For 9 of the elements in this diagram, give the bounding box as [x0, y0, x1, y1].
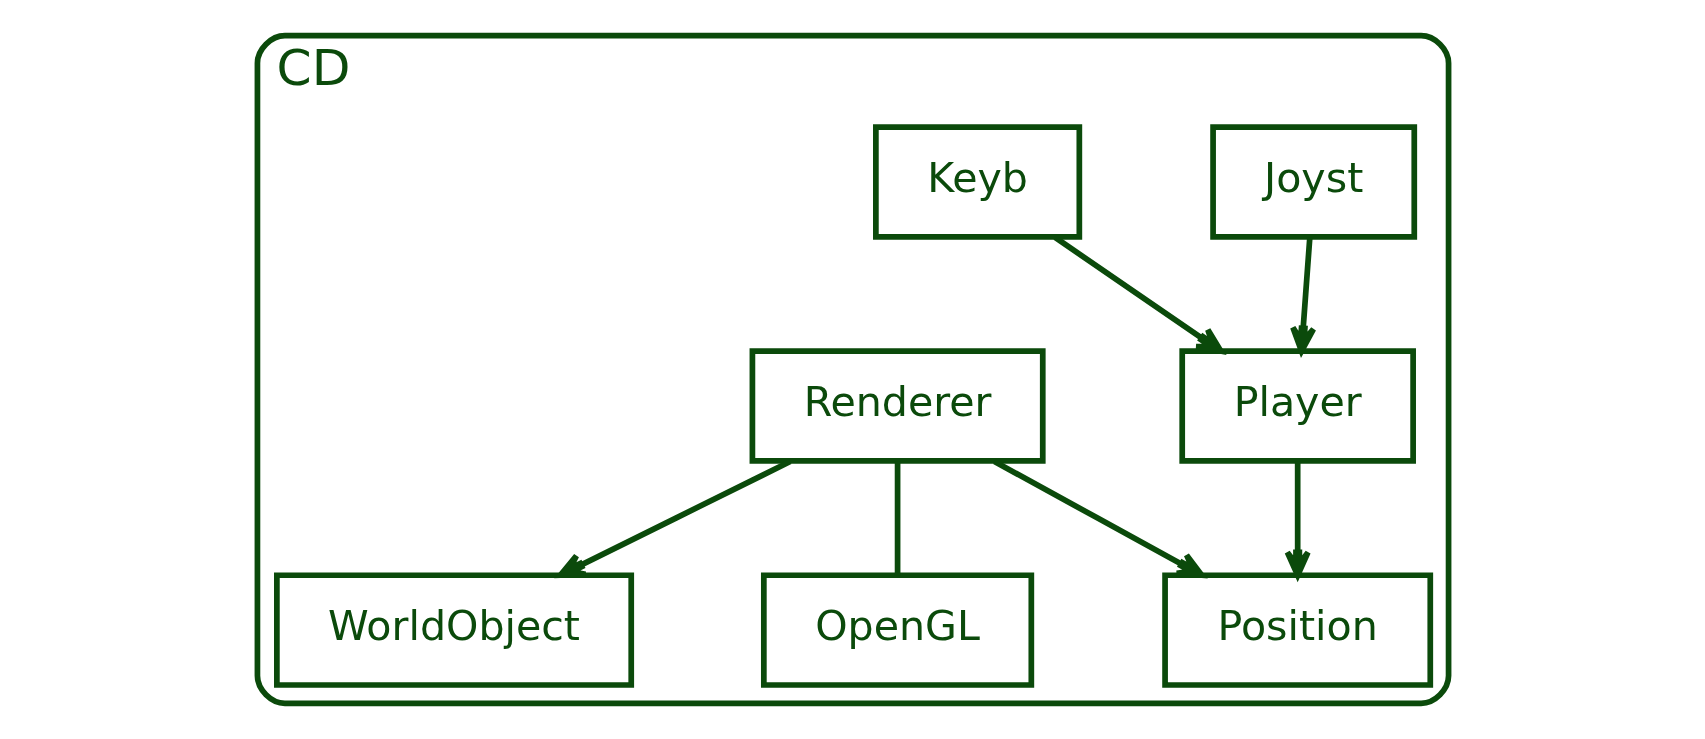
arrow: [1289, 237, 1316, 355]
node-box: Joyst: [1209, 124, 1417, 240]
connector: [894, 461, 900, 576]
node-box: Position: [1161, 572, 1433, 688]
node-box: Player: [1178, 348, 1416, 464]
node-box: Renderer: [749, 348, 1046, 464]
node-box: Keyb: [872, 124, 1082, 240]
node-box: WorldObject: [273, 572, 634, 688]
node-box: OpenGL: [760, 572, 1034, 688]
